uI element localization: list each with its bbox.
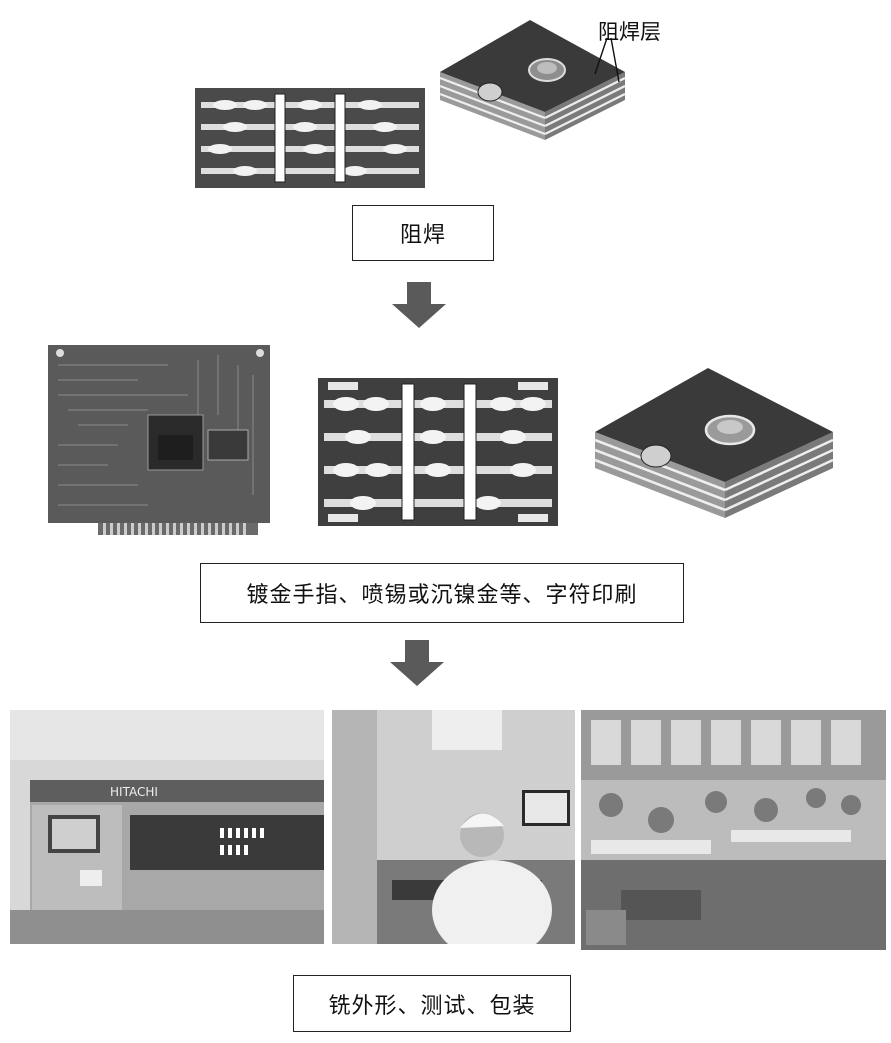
cross-section-solder-mask [195, 88, 425, 188]
board-3d-finished [594, 368, 834, 518]
step-box-surface-finish: 镀金手指、喷锡或沉镍金等、字符印刷 [200, 563, 684, 623]
step-box-routing-test-packaging: 铣外形、测试、包装 [293, 975, 571, 1032]
photo-test-operator [332, 710, 575, 944]
photo-routing-machine: HITACHI [10, 710, 324, 944]
step-box-solder-mask: 阻焊 [352, 205, 494, 261]
solder-mask-layer-label: 阻焊层 [598, 20, 661, 44]
down-arrow-1 [392, 282, 446, 328]
down-arrow-2 [390, 640, 444, 686]
pcb-board-photo [48, 345, 270, 535]
cross-section-finished [318, 378, 558, 526]
board-3d-solder-mask [439, 20, 626, 140]
machine-brand-label: HITACHI [110, 785, 158, 799]
photo-packaging-room [581, 710, 886, 950]
